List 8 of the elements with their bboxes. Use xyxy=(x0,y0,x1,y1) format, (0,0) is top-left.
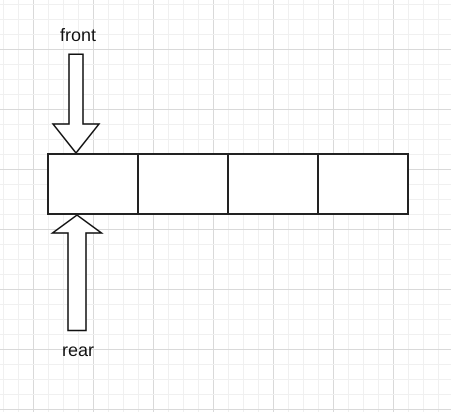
block-arrow xyxy=(50,214,104,332)
queue-slot xyxy=(47,153,139,215)
pointer-label: rear xyxy=(62,340,94,360)
queue-slot xyxy=(317,153,409,215)
pointer-label: front xyxy=(60,24,96,46)
block-arrow xyxy=(51,53,101,154)
queue-slot xyxy=(137,153,229,215)
queue-slot xyxy=(227,153,319,215)
